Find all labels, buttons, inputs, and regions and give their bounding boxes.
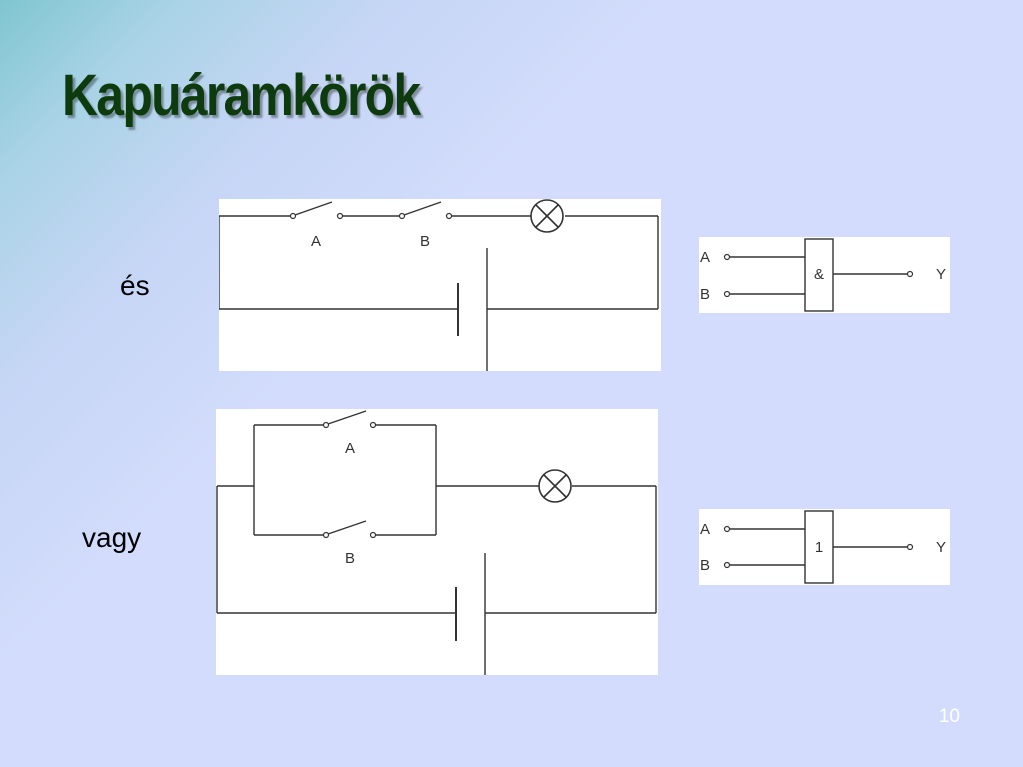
series-circuit-svg: A B bbox=[219, 199, 659, 371]
and-gate-box bbox=[804, 238, 834, 312]
battery-symbol bbox=[455, 553, 486, 675]
switch-b-label: B bbox=[345, 550, 355, 567]
battery-symbol bbox=[457, 248, 488, 371]
lamp-symbol bbox=[538, 469, 572, 503]
switch-a bbox=[289, 201, 344, 220]
switch-b bbox=[398, 201, 453, 220]
row-label-or: vagy bbox=[82, 522, 142, 553]
switch-a-label: A bbox=[311, 233, 321, 250]
and-gate-svg: & A B Y bbox=[700, 238, 946, 312]
and-gate-symbol: & bbox=[814, 266, 824, 283]
slide-title: Kapuáramkörök bbox=[62, 63, 421, 128]
row-label-and: és bbox=[120, 270, 150, 301]
switch-a bbox=[322, 410, 377, 429]
or-input-b-label: B bbox=[700, 557, 710, 574]
switch-b-label: B bbox=[420, 233, 430, 250]
or-gate-box bbox=[804, 510, 834, 584]
or-input-a-label: A bbox=[700, 521, 710, 538]
and-input-a-label: A bbox=[700, 249, 710, 266]
or-gate-diagram: 1 A B Y bbox=[699, 509, 950, 585]
and-input-b-label: B bbox=[700, 286, 710, 303]
lamp-symbol bbox=[530, 199, 564, 233]
or-gate-svg: 1 A B Y bbox=[700, 510, 946, 584]
switch-b bbox=[322, 520, 377, 539]
series-circuit-diagram: A B bbox=[219, 199, 661, 371]
parallel-circuit-svg: A B bbox=[216, 410, 657, 675]
slide-number: 10 bbox=[938, 706, 960, 727]
or-gate-symbol: 1 bbox=[815, 539, 823, 556]
switch-a-label: A bbox=[345, 440, 355, 457]
or-output-label: Y bbox=[936, 539, 946, 556]
and-output-label: Y bbox=[936, 266, 946, 283]
parallel-circuit-diagram: A B bbox=[216, 409, 658, 675]
and-gate-diagram: & A B Y bbox=[699, 237, 950, 313]
